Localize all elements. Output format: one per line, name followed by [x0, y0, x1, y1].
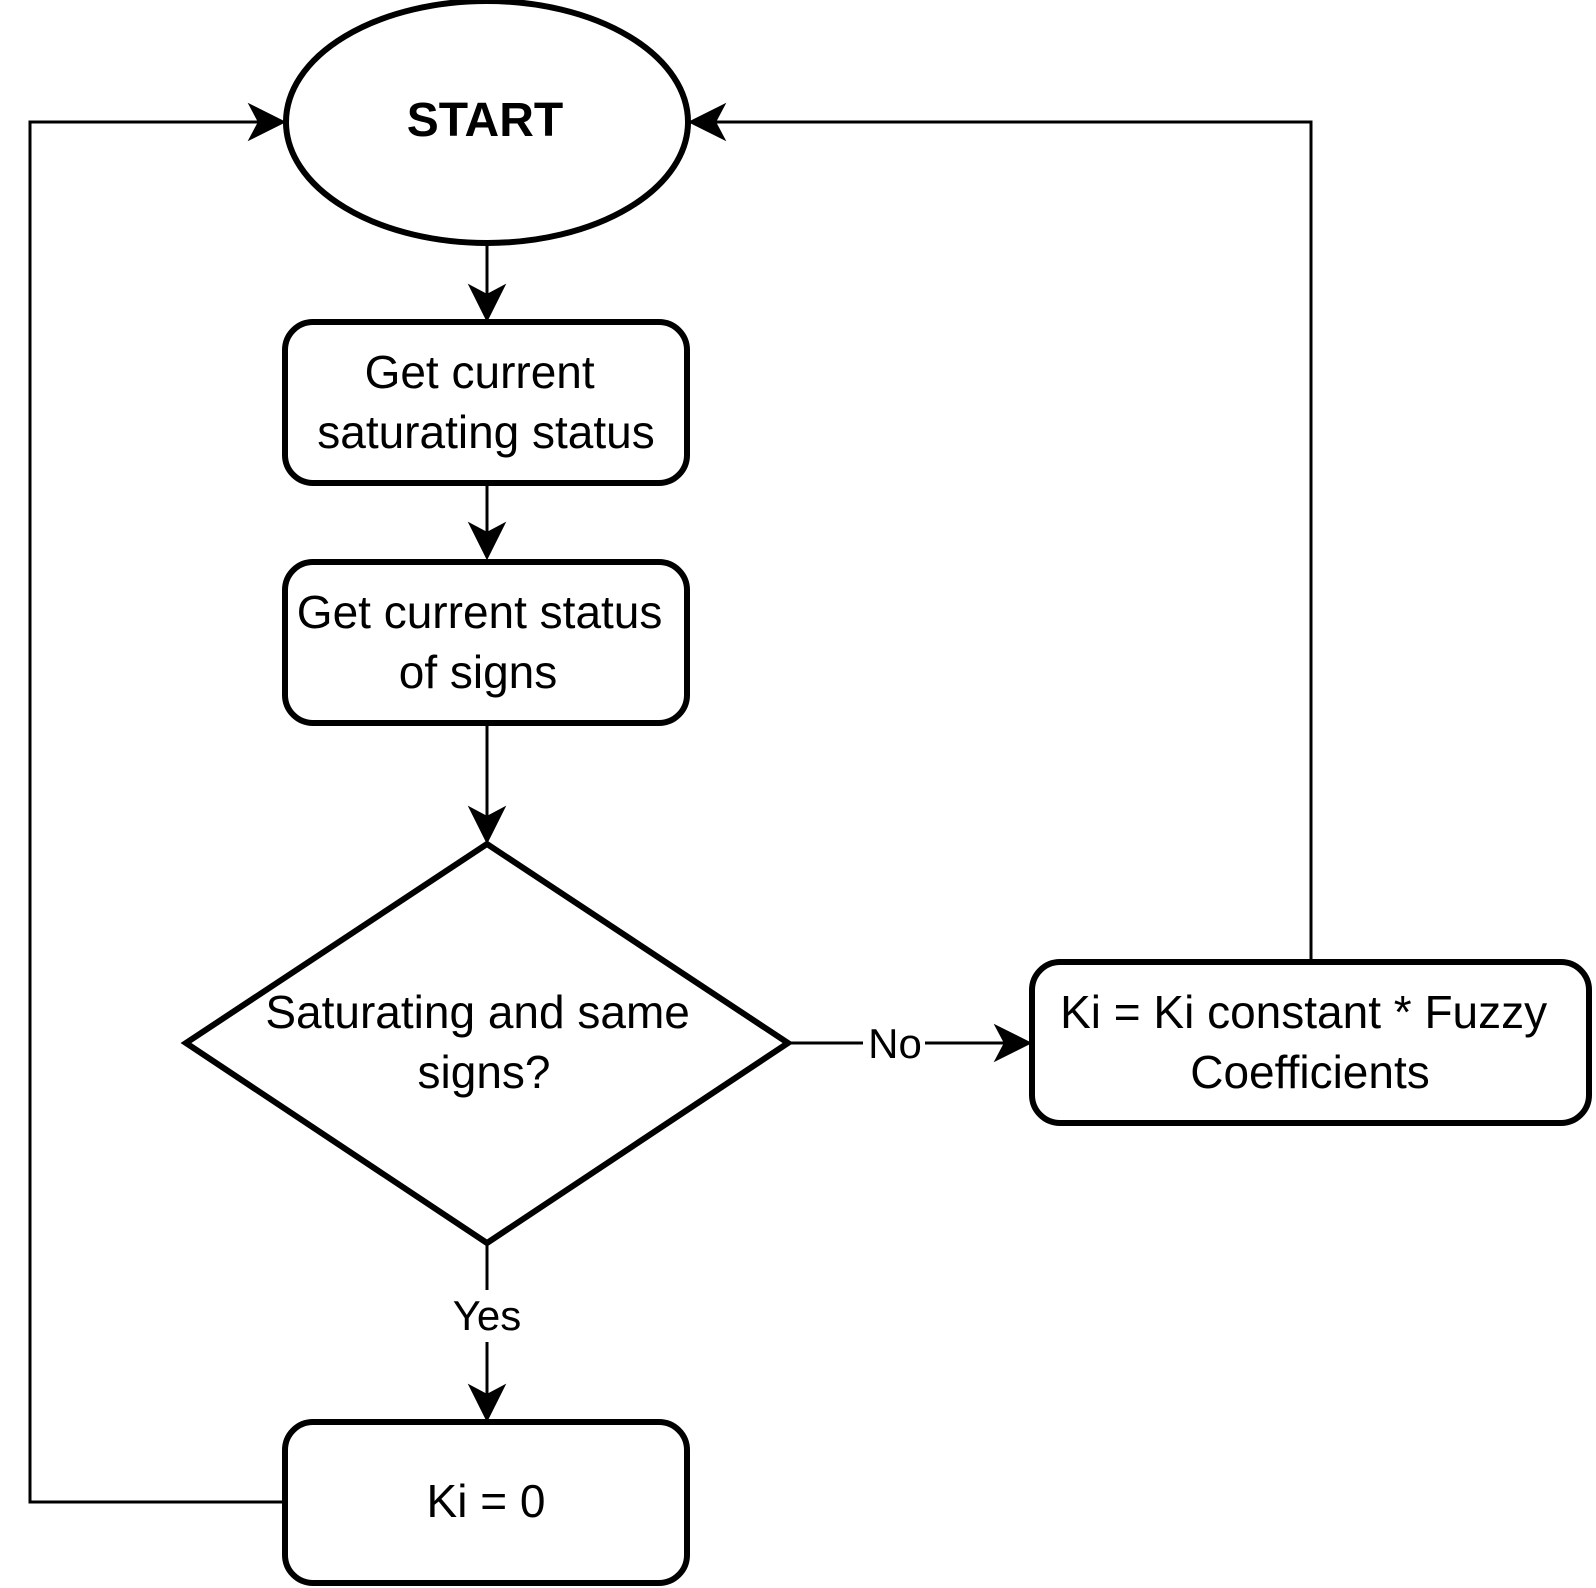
- edge-ki-zero-to-start: [28, 102, 287, 1504]
- ki-fuzzy-line-2: Coefficients: [1190, 1046, 1430, 1098]
- edge-label-yes: Yes: [453, 1292, 522, 1339]
- get-signs-status-node[interactable]: Get current status of signs: [282, 559, 690, 726]
- decision-node[interactable]: Saturating and same signs?: [180, 840, 794, 1247]
- start-node[interactable]: START: [283, 0, 691, 246]
- svg-text:Get current status of si: Get current status of signs: [297, 586, 675, 698]
- ki-zero-node[interactable]: Ki = 0: [282, 1419, 690, 1586]
- edge-signs-to-decision: [467, 724, 507, 845]
- edge-decision-to-fuzzy: No: [790, 1020, 1033, 1067]
- get-saturating-line-2: saturating status: [317, 406, 655, 458]
- edge-decision-to-ki-zero: Yes: [447, 1245, 527, 1423]
- ki-zero-label: Ki = 0: [427, 1475, 546, 1527]
- edge-label-no: No: [868, 1020, 922, 1067]
- ki-fuzzy-line-1: Ki = Ki constant * Fuzzy: [1060, 986, 1547, 1038]
- svg-text:Saturating and same sign: Saturating and same signs?: [265, 986, 702, 1098]
- edge-fuzzy-to-start: [687, 102, 1313, 962]
- edge-start-to-saturating: [467, 243, 507, 323]
- svg-text:Ki = Ki constant * Fuzzy: Ki = Ki constant * Fuzzy Coefficients: [1060, 986, 1560, 1098]
- get-saturating-line-1: Get current: [365, 346, 595, 398]
- svg-text:Get current saturating s: Get current saturating status: [317, 346, 655, 458]
- get-signs-line-1: Get current status: [297, 586, 663, 638]
- get-saturating-status-node[interactable]: Get current saturating status: [282, 319, 690, 486]
- edge-saturating-to-signs: [467, 484, 507, 561]
- decision-line-2: signs?: [418, 1046, 551, 1098]
- get-signs-line-2: of signs: [399, 646, 558, 698]
- decision-line-1: Saturating and same: [265, 986, 690, 1038]
- ki-fuzzy-node[interactable]: Ki = Ki constant * Fuzzy Coefficients: [1029, 959, 1592, 1126]
- start-label: START: [407, 94, 563, 147]
